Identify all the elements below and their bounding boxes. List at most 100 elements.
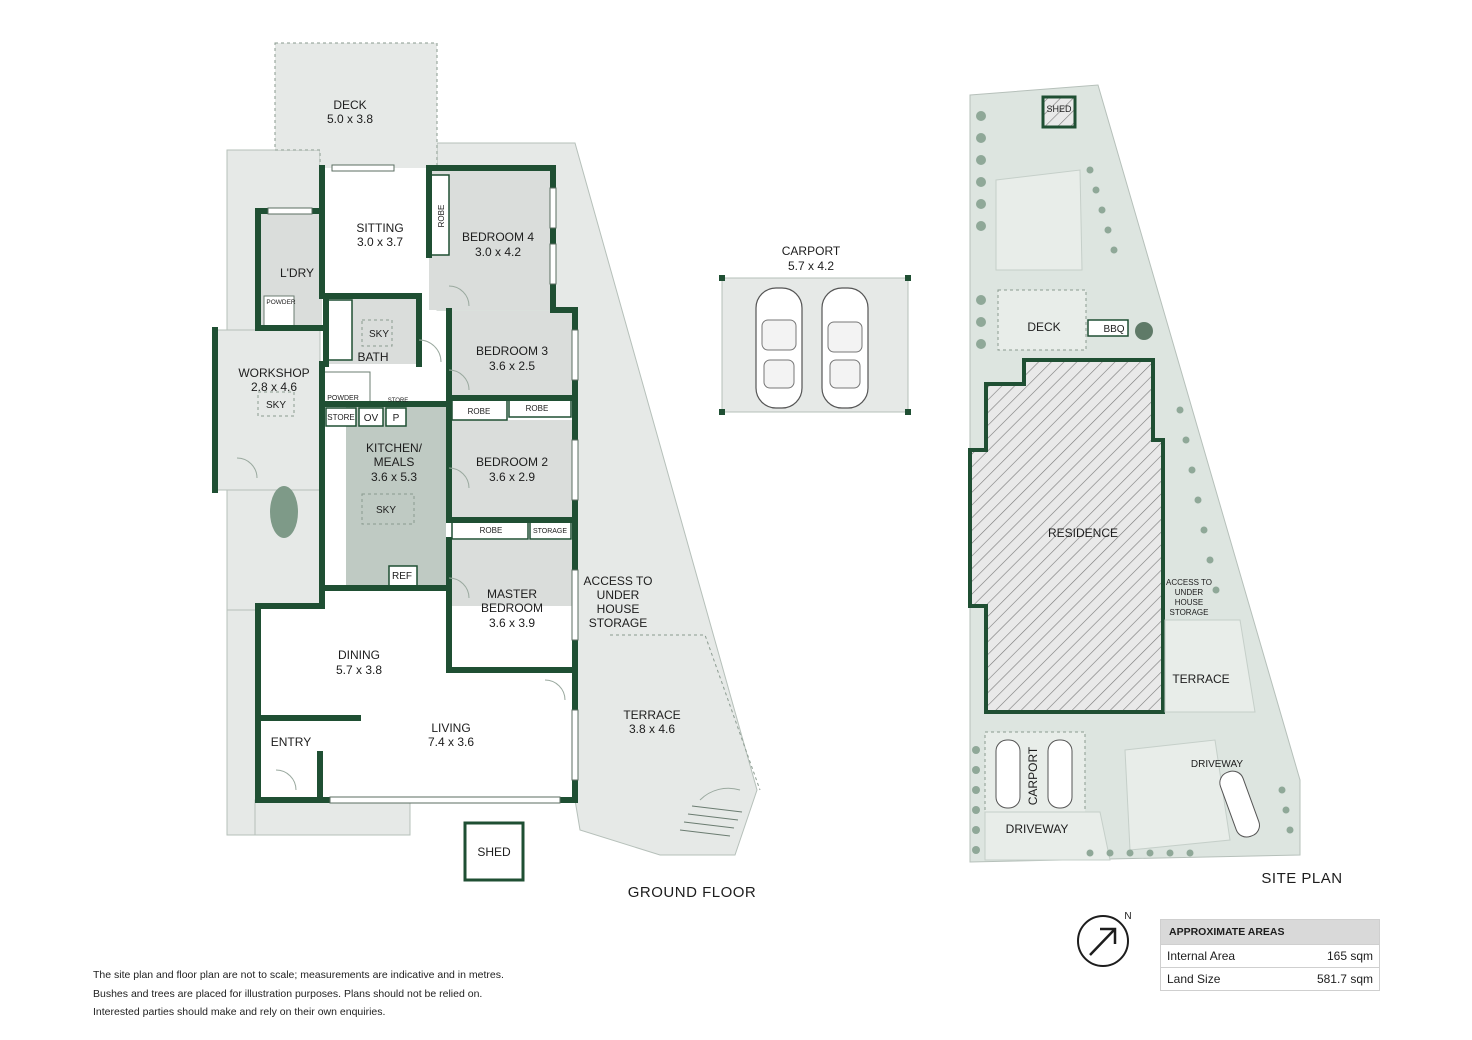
- bedroom3-label: BEDROOM 3: [476, 344, 548, 358]
- disclaimer-line: The site plan and floor plan are not to …: [93, 969, 504, 981]
- car-icon: [1047, 739, 1073, 809]
- tree-row-left: [972, 111, 986, 854]
- wall-segment: [446, 395, 576, 523]
- tree-row-right: [1086, 166, 1294, 857]
- disclaimer-line: Interested parties should make and rely …: [93, 1006, 386, 1018]
- deck-label: DECK: [333, 98, 366, 112]
- robe3b-label: ROBE: [526, 404, 549, 413]
- entry-label: ENTRY: [271, 735, 311, 749]
- kitchen-label-2: MEALS: [374, 455, 415, 469]
- workshop-label: WORKSHOP: [238, 366, 309, 380]
- site-shed-label: SHED: [1046, 104, 1072, 114]
- internal-area-label: Internal Area: [1167, 949, 1236, 963]
- shed-footprint: [1041, 95, 1077, 129]
- living-dims: 7.4 x 3.6: [428, 735, 474, 749]
- door-swing: [275, 769, 297, 791]
- window: [267, 207, 313, 215]
- bush: [285, 515, 295, 525]
- window: [549, 243, 557, 285]
- dining-dims: 5.7 x 3.8: [336, 663, 382, 677]
- access-label-1: ACCESS TO: [584, 574, 653, 588]
- steps: [679, 805, 743, 837]
- terrace-area: [1164, 619, 1256, 713]
- window: [549, 187, 557, 229]
- sitting-room: [322, 168, 429, 296]
- areas-row: Internal Area 165 sqm: [1161, 944, 1379, 967]
- door-swing: [236, 457, 258, 479]
- disclaimer-line: Bushes and trees are placed for illustra…: [93, 987, 483, 1000]
- north-label: N: [1124, 911, 1131, 922]
- ground-floor-plan: DECK 5.0 x 3.8 SITTING 3.0 x 3.7 BEDROOM…: [212, 42, 761, 901]
- window: [571, 439, 579, 501]
- store-box: [325, 407, 357, 427]
- access-label-3: HOUSE: [597, 602, 640, 616]
- car-icon: [1219, 770, 1260, 838]
- ground-floor-title: GROUND FLOOR: [628, 884, 757, 901]
- lawn-area: [995, 169, 1083, 271]
- bedroom2-label: BEDROOM 2: [476, 455, 548, 469]
- terrace-outline: [610, 634, 761, 791]
- shed-label: SHED: [477, 845, 511, 859]
- carport-post: [905, 409, 911, 415]
- workshop-room: [214, 329, 321, 491]
- kitchen-sky-label: SKY: [376, 505, 396, 516]
- bbq-label: BBQ: [1103, 324, 1124, 335]
- robe3a-label: ROBE: [468, 407, 491, 416]
- pantry-label: P: [393, 413, 400, 424]
- site-access-label-4: STORAGE: [1170, 608, 1209, 617]
- sky-dashed-workshop: [257, 391, 295, 417]
- door-swing: [448, 467, 470, 489]
- car-icon: [995, 739, 1021, 809]
- bath-sky-label: SKY: [369, 329, 389, 340]
- kitchen-label-1: KITCHEN/: [366, 441, 423, 455]
- front-path: [226, 609, 258, 836]
- door-swing: [699, 787, 741, 801]
- bedroom3-room: [449, 311, 573, 398]
- terrace-label: TERRACE: [623, 708, 680, 722]
- deck-area-site: [997, 289, 1087, 351]
- storage-label: STORAGE: [533, 528, 567, 535]
- window: [329, 796, 561, 804]
- areas-heading: APPROXIMATE AREAS: [1161, 920, 1379, 944]
- robe4-label: ROBE: [437, 205, 446, 228]
- site-access-label-1: ACCESS TO: [1166, 578, 1212, 587]
- laundry-label: L'DRY: [280, 266, 314, 280]
- sky-dashed-bath: [361, 319, 393, 347]
- site-terrace-label: TERRACE: [1172, 672, 1229, 686]
- wall-segment: [323, 293, 422, 367]
- store-small-label: STORE: [388, 398, 409, 404]
- garden-area: [1124, 739, 1231, 851]
- master-label-2: BEDROOM: [481, 601, 543, 615]
- sitting-dims: 3.0 x 3.7: [357, 235, 403, 249]
- store-label: STORE: [327, 413, 354, 422]
- approximate-areas-table: APPROXIMATE AREAS Internal Area 165 sqm …: [1160, 919, 1380, 991]
- site-driveway-left-label: DRIVEWAY: [1006, 822, 1069, 836]
- powder-mid-box: [321, 371, 371, 405]
- workshop-dims: 2.8 x 4.6: [251, 380, 297, 394]
- living-label: LIVING: [431, 721, 470, 735]
- door-swing: [418, 339, 442, 363]
- oven-box: [358, 407, 384, 427]
- wall-segment: [255, 208, 325, 331]
- kitchen-room: [346, 406, 446, 586]
- door-swing: [448, 577, 470, 599]
- site-access-label-3: HOUSE: [1175, 598, 1203, 607]
- ref-label: REF: [392, 571, 412, 582]
- window: [571, 569, 579, 641]
- carport-label: CARPORT: [782, 244, 841, 258]
- oven-label: OV: [364, 413, 379, 424]
- shed-building: [463, 821, 525, 882]
- bedroom4-label: BEDROOM 4: [462, 230, 534, 244]
- bbq-box: [1087, 319, 1129, 337]
- powder-mid-label: POWDER: [327, 395, 359, 402]
- sky-dashed-kitchen: [361, 493, 415, 525]
- window: [571, 329, 579, 381]
- access-label-2: UNDER: [597, 588, 640, 602]
- robe2-label: ROBE: [480, 526, 503, 535]
- site-carport-label: CARPORT: [1026, 746, 1040, 805]
- disclaimer: The site plan and floor plan are not to …: [93, 966, 653, 1022]
- carport-dims: 5.7 x 4.2: [788, 259, 834, 273]
- tree: [1135, 322, 1153, 340]
- carport-post: [719, 409, 725, 415]
